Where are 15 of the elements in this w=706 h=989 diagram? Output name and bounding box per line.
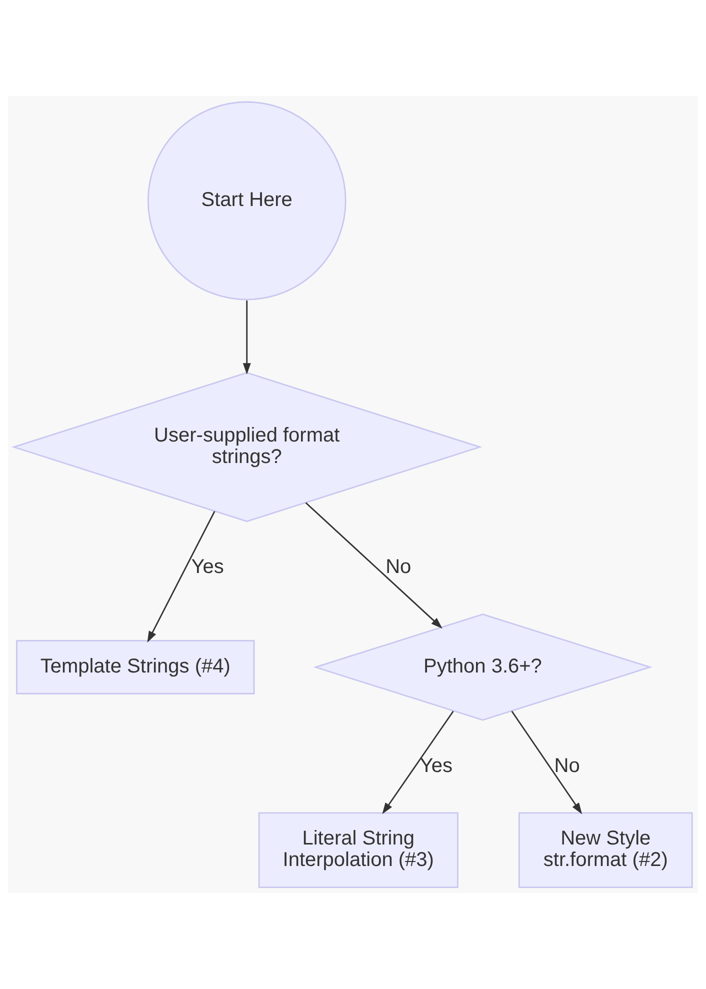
node-circle: Start Here xyxy=(147,101,346,300)
node-box: New Style str.format (#2) xyxy=(518,812,693,888)
node-box: Template Strings (#4) xyxy=(16,640,255,694)
arrow xyxy=(511,710,582,814)
edge-label: No xyxy=(386,556,412,578)
arrow xyxy=(147,510,216,643)
arrow xyxy=(242,300,251,375)
node-box: Literal String Interpolation (#3) xyxy=(258,812,458,888)
edge-label: Yes xyxy=(191,556,224,578)
edge-label: No xyxy=(554,754,580,777)
arrow xyxy=(382,710,454,814)
edge-label: Yes xyxy=(420,754,453,777)
arrow xyxy=(305,502,442,629)
node-diamond: User-supplied format strings? xyxy=(12,372,482,522)
node-diamond: Python 3.6+? xyxy=(313,614,652,721)
